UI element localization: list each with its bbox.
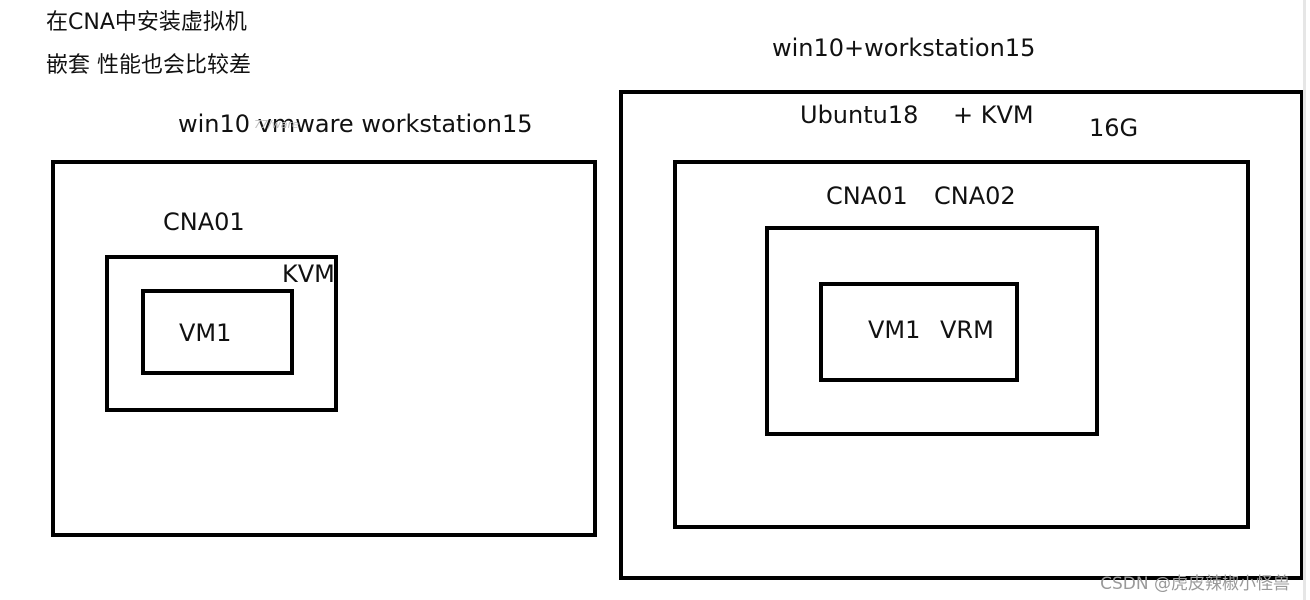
- right-kvm-box: [673, 160, 1250, 529]
- right-cna2-label: CNA02: [934, 182, 1016, 210]
- note-line-1: 在CNA中安装虚拟机: [46, 10, 247, 35]
- right-cna-box: [765, 226, 1099, 436]
- right-host-label: Ubuntu18: [800, 101, 919, 129]
- right-vm-box: [819, 282, 1019, 382]
- left-vm-label: VM1: [179, 319, 232, 347]
- right-host-box: [619, 90, 1304, 580]
- left-diagram-title: win10 vmware workstation15: [178, 110, 533, 138]
- note-line-2: 嵌套 性能也会比较差: [46, 53, 251, 78]
- right-kvm-label: + KVM: [953, 101, 1034, 129]
- left-kvm-box: [105, 255, 338, 412]
- right-vm-label: VM1: [868, 316, 921, 344]
- right-diagram-title: win10+workstation15: [772, 34, 1036, 62]
- csdn-watermark: CSDN @虎皮辣椒小怪兽: [1100, 574, 1290, 594]
- left-vm-box: [141, 289, 294, 375]
- left-kvm-label: KVM: [282, 260, 335, 288]
- left-cna-label: CNA01: [163, 208, 245, 236]
- left-host-box: [51, 160, 597, 537]
- right-cna1-label: CNA01: [826, 182, 908, 210]
- right-memory-label: 16G: [1089, 114, 1139, 142]
- page-right-edge: [1303, 0, 1306, 600]
- left-title-overlay-text: 77/ware: [254, 118, 299, 131]
- right-vrm-label: VRM: [940, 316, 994, 344]
